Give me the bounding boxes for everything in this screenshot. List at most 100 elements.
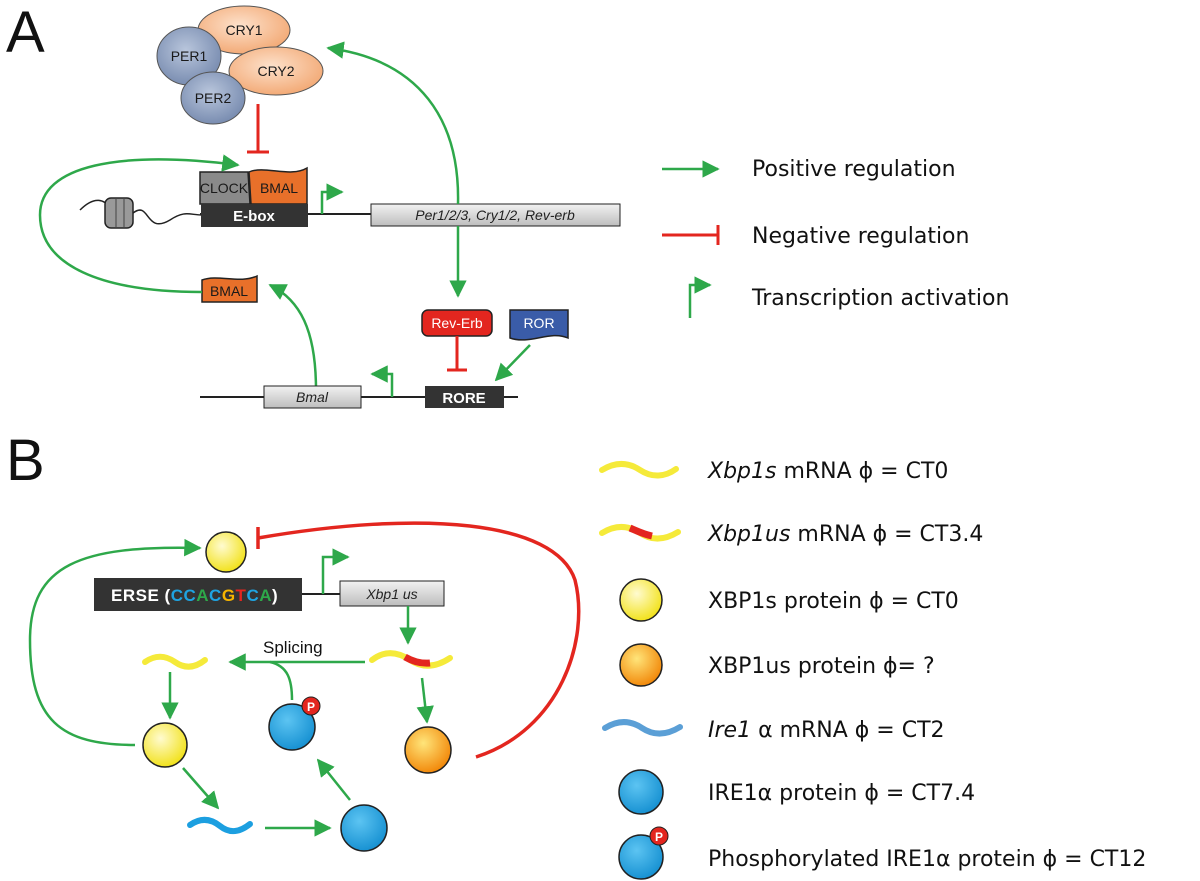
legend-b-text: IRE1α protein ϕ = CT7.4 (708, 781, 975, 806)
xbp1s-protein-top (205, 531, 247, 573)
arrow-to-per-cry (326, 41, 460, 205)
splicing-label: Splicing (263, 638, 323, 657)
erse-prefix: ERSE ( (111, 586, 171, 605)
legend-b-italic: Xbp1s (707, 459, 776, 484)
legend-transcription-label: Transcription activation (751, 286, 1009, 311)
per-cry-complex: CRY1 PER1 CRY2 PER2 (156, 5, 324, 125)
legend-b-text: XBP1s protein ϕ = CT0 (708, 589, 959, 614)
arrow-xbp1s-to-ire1 (182, 767, 220, 810)
legend-b-italic: Xbp1us (707, 522, 790, 547)
erse-base: T (236, 586, 247, 605)
erse-label: ERSE (CCACGTCA) (111, 586, 278, 605)
bmal-gene-label: Bmal (296, 389, 329, 405)
erse-base: C (183, 586, 196, 605)
arrow-bmal-translation (268, 283, 318, 391)
xbp1us-gene-label: Xbp1 us (365, 586, 417, 602)
ire1-p-to-splicing (269, 660, 294, 701)
legend-ire1-mrna-icon (602, 719, 683, 737)
bmal-gene-box (263, 385, 362, 409)
legend-b-label: XBP1us protein ϕ= ? (708, 654, 935, 679)
ire1-phospho-protein: P (268, 696, 321, 751)
legend-ire1-protein-icon (618, 769, 664, 815)
erse-base: C (171, 586, 184, 605)
cry2-label: CRY2 (257, 63, 294, 79)
complex-inhibits-clock-bmal (247, 104, 269, 154)
legend-xbp1s-mrna-icon (599, 461, 679, 479)
arrow-bmal-feedback (38, 154, 240, 294)
rev-erb-label: Rev-Erb (431, 315, 483, 331)
bmal-mid-label: BMAL (210, 283, 248, 299)
arrow-xbp1s-feedback (28, 538, 202, 747)
ror-protein (509, 309, 569, 341)
xbp1us-protein (404, 726, 452, 774)
rev-erb-inhibits-rore (447, 336, 467, 372)
ire1-protein (340, 804, 388, 852)
arrow-translate-xbp1us (416, 677, 434, 724)
rore-element (425, 386, 504, 408)
legend-b-label: XBP1s protein ϕ = CT0 (708, 589, 959, 614)
legend-xbp1us-mrna-icon (599, 524, 681, 542)
erse-base: C (209, 586, 222, 605)
legend-b-label: Ire1 α mRNA ϕ = CT2 (708, 718, 945, 743)
panel-label-b: B (6, 428, 45, 493)
tss-arrow-b (321, 548, 350, 594)
per1-label: PER1 (171, 48, 208, 64)
xbp1us-mrna (369, 650, 453, 669)
target-genes-box (370, 203, 621, 227)
erse-sequence: CCACGTCA (171, 586, 272, 605)
legend-b-text: α mRNA ϕ = CT2 (751, 718, 944, 743)
tss-arrow-bottom (370, 365, 394, 397)
ror-label: ROR (523, 315, 554, 331)
erse-base: A (259, 586, 272, 605)
bmal-protein-top (248, 166, 308, 205)
legend-ire1-phospho-icon: P (618, 826, 669, 880)
erse-base: G (222, 586, 236, 605)
legend-xbp1us-protein-icon (619, 643, 663, 687)
legend-b-label: Phosphorylated IRE1α protein ϕ = CT12 (708, 847, 1146, 872)
per2-label: PER2 (195, 90, 232, 106)
xbp1s-protein-bottom (142, 722, 188, 768)
per2-protein (180, 71, 246, 125)
bmal-protein-mid (201, 274, 258, 303)
target-genes-label: Per1/2/3, Cry1/2, Rev-erb (415, 207, 575, 223)
legend-phospho-badge-label: P (655, 830, 663, 844)
arrow-phosphorylation (316, 758, 351, 801)
bmal-top-label: BMAL (260, 180, 298, 196)
cry1-label: CRY1 (225, 22, 262, 38)
chromatin-nucleosome (79, 197, 203, 229)
legend-b-label: Xbp1s mRNA ϕ = CT0 (707, 459, 948, 484)
phospho-badge-label: P (307, 700, 315, 714)
legend-b-label: Xbp1us mRNA ϕ = CT3.4 (707, 522, 983, 547)
legend-b-text: Phosphorylated IRE1α protein ϕ = CT12 (708, 847, 1146, 872)
legend-transcription-icon (688, 276, 712, 318)
xbp1us-gene-box (339, 580, 445, 607)
legend-b-label: IRE1α protein ϕ = CT7.4 (708, 781, 975, 806)
erse-element (94, 578, 302, 611)
panel-label-a: A (6, 0, 45, 65)
legend-b-text: mRNA ϕ = CT0 (776, 459, 948, 484)
xbp1us-inhibits-xbp1s (256, 521, 581, 759)
legend-negative-label: Negative regulation (752, 224, 969, 249)
tss-arrow-top (320, 183, 344, 214)
clock-label: CLOCK (200, 180, 249, 196)
xbp1s-mrna (142, 653, 208, 670)
legend-b-text: XBP1us protein ϕ= ? (708, 654, 935, 679)
erse-base: A (196, 586, 209, 605)
legend-b-italic: Ire1 (708, 718, 751, 743)
cry2-protein (228, 46, 324, 96)
rore-label: RORE (442, 390, 485, 407)
legend-positive-label: Positive regulation (752, 157, 956, 182)
ebox-element (201, 204, 308, 227)
legend-xbp1s-protein-icon (619, 578, 663, 622)
ire1-mrna (187, 816, 253, 834)
legend-negative-icon (662, 225, 720, 245)
erse-base: C (246, 586, 259, 605)
arrow-ror-to-rore (494, 344, 531, 382)
legend-a: Positive regulation Negative regulation … (662, 157, 1009, 318)
erse-suffix: ) (272, 586, 278, 605)
phospho-badge-icon (301, 696, 321, 716)
legend-b-text: mRNA ϕ = CT3.4 (790, 522, 983, 547)
ebox-label: E-box (233, 208, 275, 225)
